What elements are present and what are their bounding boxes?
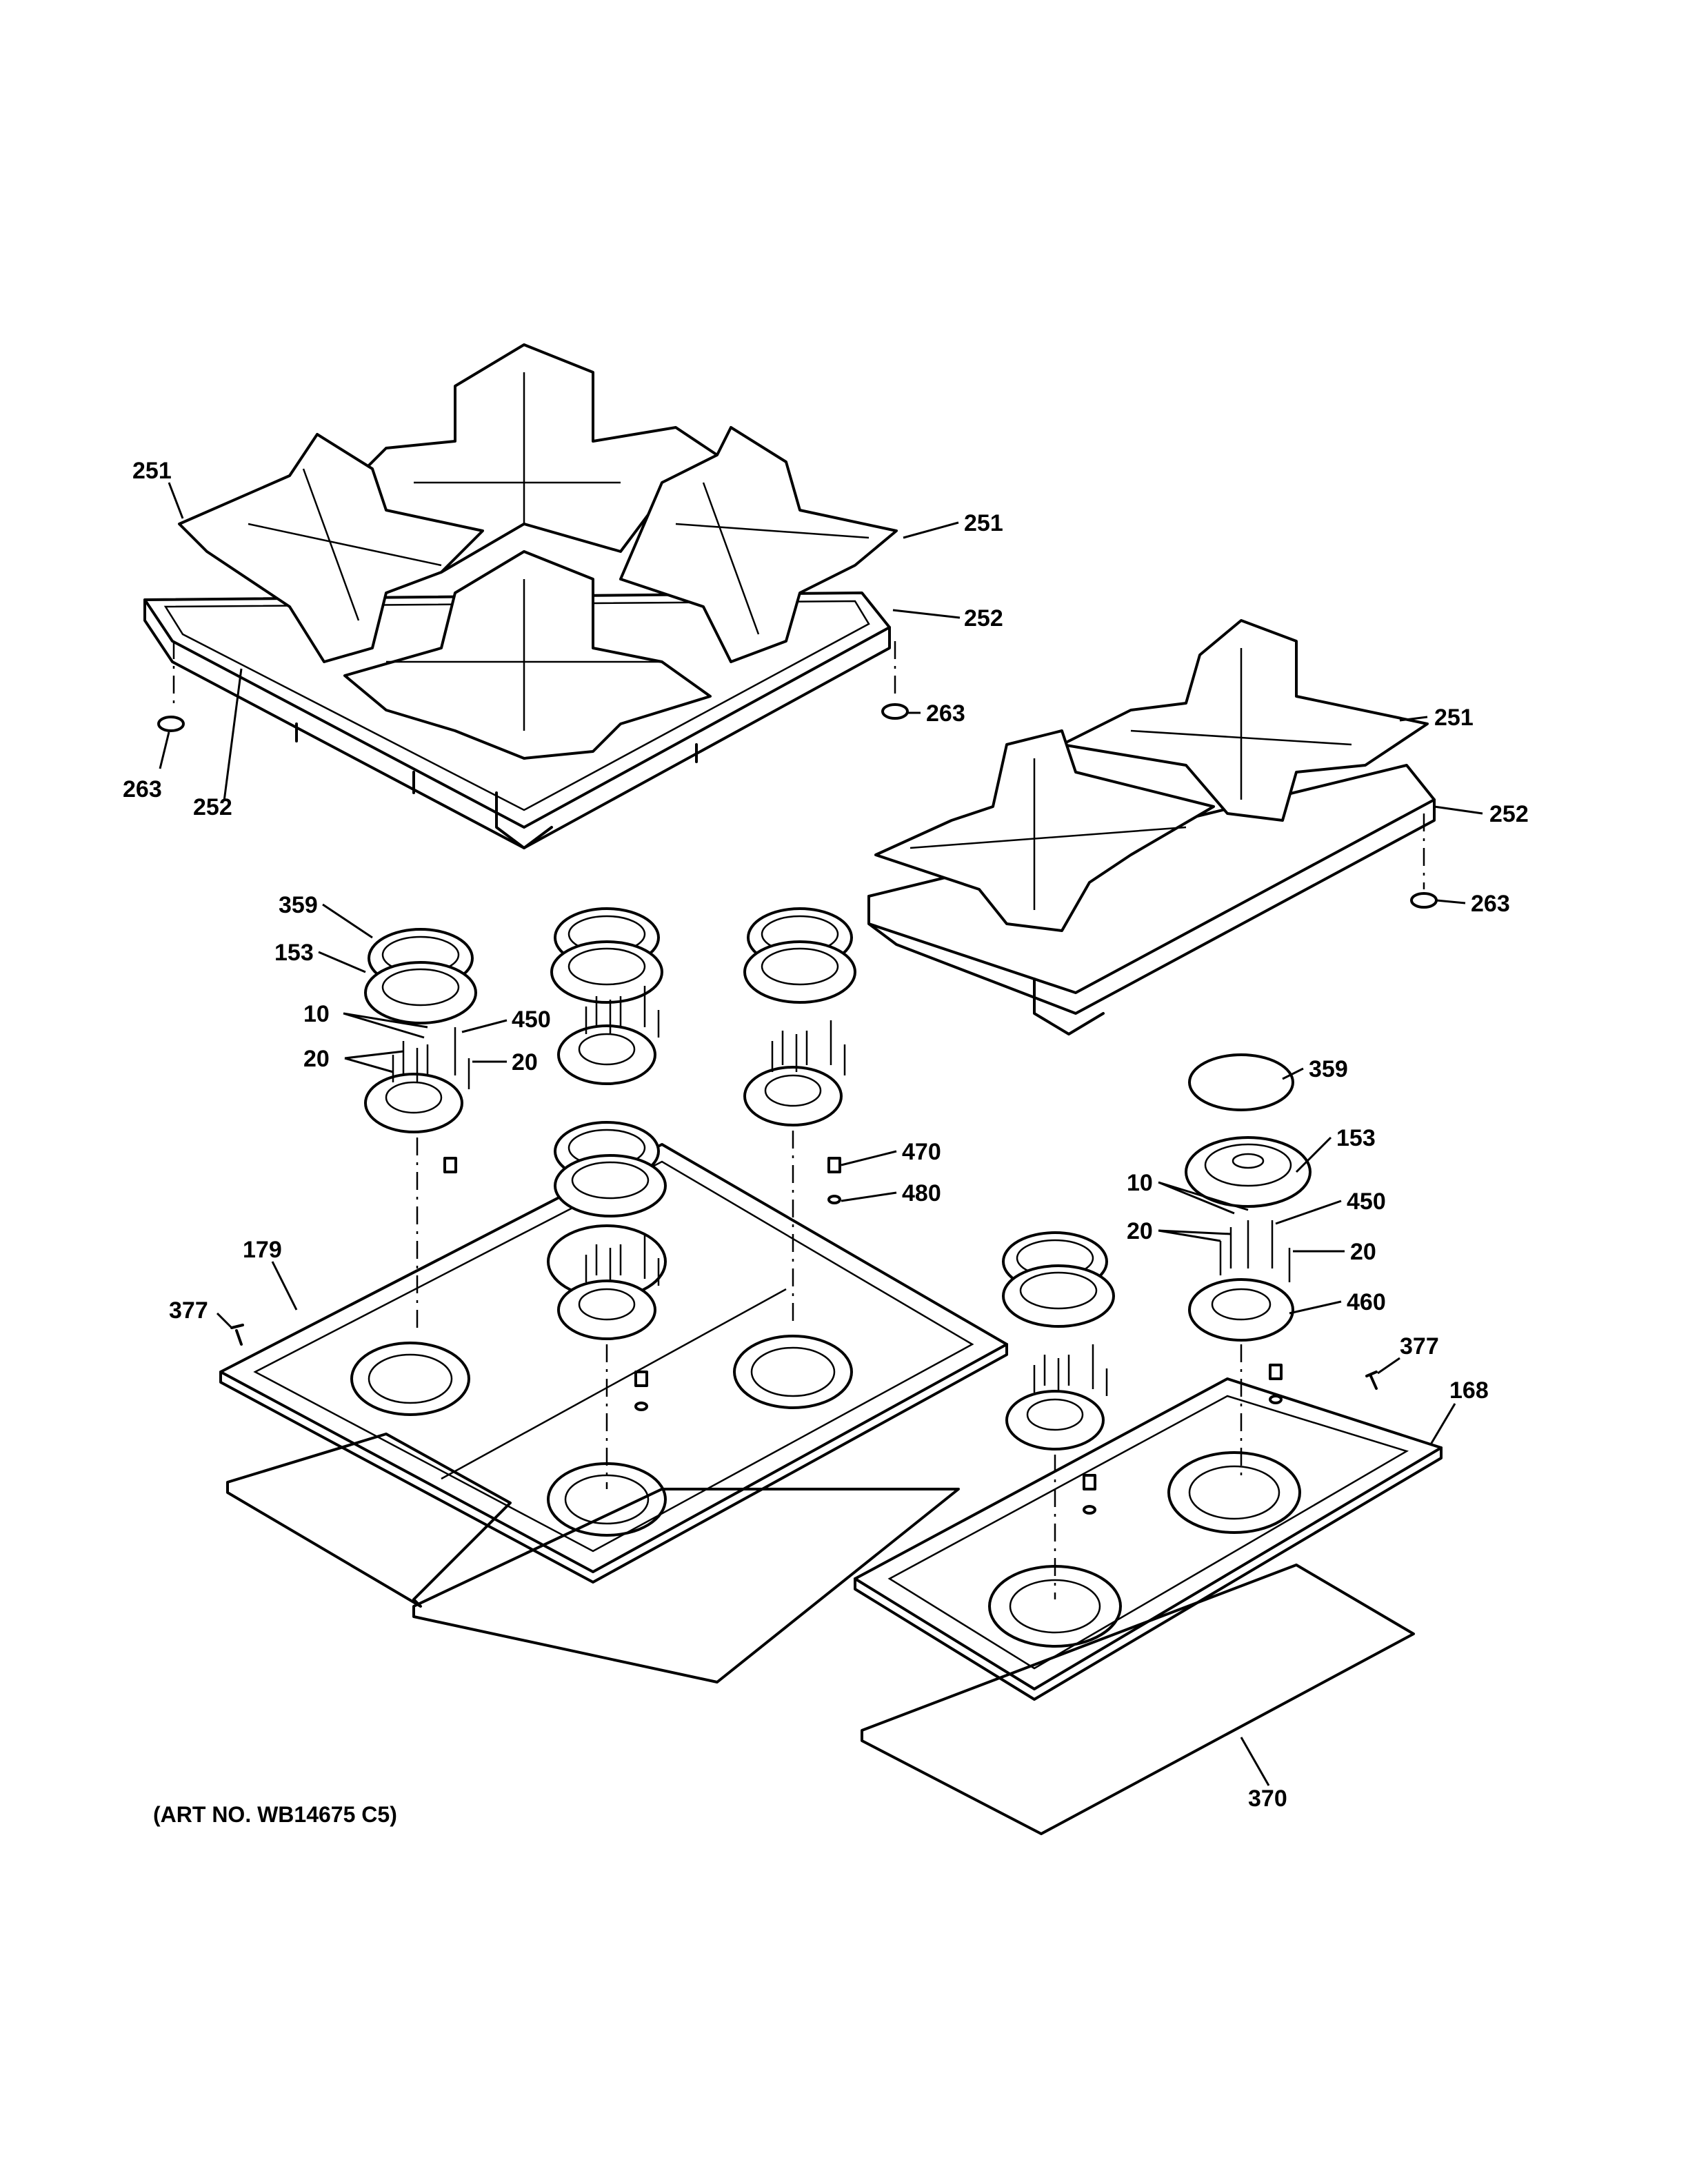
left-insulation-b	[412, 1488, 960, 1684]
label-10-left: 10	[303, 1001, 330, 1027]
screw-377-right	[1365, 1371, 1378, 1390]
burner-base-2	[557, 1024, 656, 1085]
burner-cap-6	[1188, 1053, 1294, 1111]
right-insulation	[861, 1564, 1415, 1835]
leader-lines	[159, 482, 1483, 1786]
right-foot-263	[1410, 892, 1438, 909]
label-460: 460	[1347, 1289, 1386, 1315]
left-foot-263-a	[157, 716, 185, 732]
burner-head-3	[743, 940, 856, 1004]
callout-labels: 251 251 252 263 263 252 251 252 263 359 …	[123, 458, 1529, 1827]
screw-377-left	[230, 1324, 244, 1346]
burner-head-2	[550, 940, 663, 1004]
right-grate-front	[874, 729, 1215, 932]
label-370: 370	[1248, 1786, 1287, 1812]
burner-base-3	[743, 1066, 843, 1126]
right-cooktop-opening-2	[1167, 1451, 1301, 1534]
left-insulation-a	[226, 1433, 512, 1608]
label-480: 480	[902, 1180, 941, 1206]
burner-stacks	[230, 907, 1378, 1599]
burner-head-5	[1002, 1264, 1115, 1328]
part-470-shape	[827, 1157, 841, 1173]
label-168: 168	[1449, 1377, 1489, 1404]
label-20-right: 20	[1127, 1218, 1153, 1244]
label-20-left-b: 20	[512, 1049, 538, 1075]
burner-base-4	[557, 1280, 656, 1340]
label-252-left: 252	[193, 794, 232, 820]
burner-head-6	[1185, 1136, 1312, 1208]
label-263-center: 263	[926, 700, 965, 727]
left-grate-left	[178, 433, 484, 663]
label-10-right: 10	[1127, 1170, 1153, 1196]
label-251-right: 251	[1434, 705, 1474, 731]
label-251-center: 251	[964, 510, 1003, 536]
label-251-left: 251	[132, 458, 172, 484]
left-cooktop-opening-3	[733, 1335, 853, 1409]
label-359-right: 359	[1309, 1056, 1348, 1082]
label-179: 179	[243, 1237, 282, 1263]
right-cooktop	[854, 1377, 1443, 1835]
label-153-right: 153	[1336, 1125, 1376, 1151]
label-263-right: 263	[1471, 891, 1510, 917]
left-grate-right	[619, 426, 898, 663]
burner-base-6	[1188, 1278, 1294, 1342]
label-450-right: 450	[1347, 1189, 1386, 1215]
right-grate-assembly	[867, 619, 1438, 1035]
label-377-right: 377	[1400, 1333, 1439, 1359]
label-252-right: 252	[1489, 801, 1529, 827]
label-377-left: 377	[169, 1297, 208, 1324]
left-grate-assembly	[143, 343, 909, 849]
part-480-shape	[827, 1195, 841, 1204]
burner-head-4	[554, 1154, 667, 1217]
left-grate-front	[343, 550, 712, 760]
label-20-right-b: 20	[1350, 1239, 1376, 1265]
left-cooktop	[219, 1143, 1008, 1684]
burner-base-1	[364, 1073, 463, 1133]
left-cooktop-opening-1	[350, 1342, 470, 1416]
burner-base-5	[1005, 1390, 1105, 1450]
label-153-left: 153	[274, 940, 314, 966]
left-foot-263-b	[881, 703, 909, 720]
burner-head-1	[364, 961, 477, 1024]
label-470: 470	[902, 1139, 941, 1165]
art-number: (ART NO. WB14675 C5)	[153, 1802, 397, 1827]
label-450-left: 450	[512, 1007, 551, 1033]
label-359-left: 359	[279, 892, 318, 918]
label-252-center: 252	[964, 605, 1003, 631]
label-20-left: 20	[303, 1046, 330, 1072]
right-grate-back	[1061, 619, 1429, 822]
label-263-left: 263	[123, 776, 162, 802]
